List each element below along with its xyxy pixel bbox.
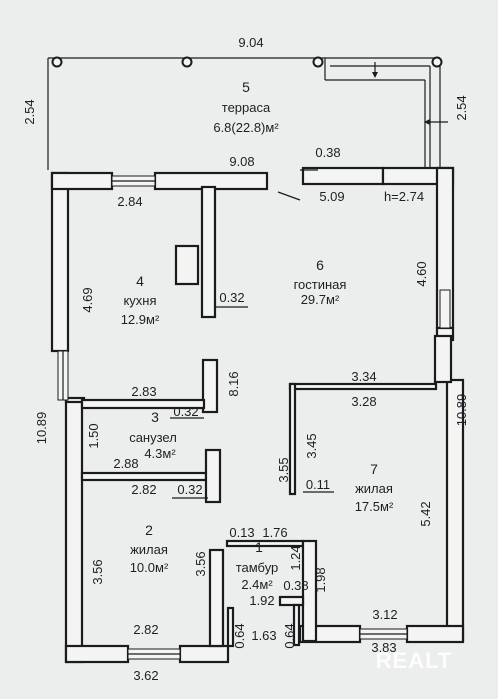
dim-porch-left: 0.64 (232, 623, 247, 648)
wall-bottom-d (405, 624, 465, 644)
dim-kitchen-wall: 0.32 (219, 290, 244, 305)
dim-bath-top: 2.83 (131, 384, 156, 399)
living-number: 6 (316, 257, 324, 273)
vest-number: 1 (255, 539, 263, 555)
dim-bed7-depth: 5.42 (418, 501, 433, 526)
dim-porch-mid: 1.63 (251, 628, 276, 643)
dim-vest-038: 0.38 (283, 578, 308, 593)
wall-bed7-top (288, 382, 438, 391)
terrace-post (181, 56, 193, 68)
dim-bed2-right: 3.56 (193, 551, 208, 576)
porch-right (292, 603, 301, 647)
dim-bed2-bottom-inner: 2.82 (133, 622, 158, 637)
bed7-number: 7 (370, 461, 378, 477)
dim-bed7-outer-top: 3.34 (351, 369, 376, 384)
dim-outer-left: 10.89 (34, 412, 49, 445)
interior-walls (80, 185, 438, 648)
dim-vest-176: 1.76 (262, 525, 287, 540)
kitchen-name: кухня (123, 293, 156, 308)
dimension-lines (170, 169, 334, 499)
wall-vestibule-top (225, 539, 305, 548)
wall-left-upper (50, 171, 70, 353)
brand-watermark: REALT (376, 648, 453, 673)
dim-kitchen-width: 2.84 (117, 194, 142, 209)
dim-vest-013: 0.13 (229, 525, 254, 540)
stair-arrow-head (424, 119, 430, 125)
porch-left (226, 606, 235, 648)
wall-vestibule-inner (278, 595, 305, 607)
kitchen-number: 4 (136, 273, 144, 289)
dim-bed7-inner-top: 3.28 (351, 394, 376, 409)
wall-left-lower (64, 398, 84, 664)
terrace-post (51, 56, 63, 68)
bath-area: 4.3м² (144, 446, 176, 461)
terrace (47, 56, 448, 170)
terrace-post (431, 56, 443, 68)
vest-name: тамбур (236, 560, 279, 575)
vest-area: 2.4м² (241, 577, 273, 592)
dim-vest-198: 1.98 (313, 567, 328, 592)
dim-bath-depth: 1.50 (86, 423, 101, 448)
bed2-area: 10.0м² (130, 560, 169, 575)
window-living (439, 289, 451, 329)
wall-kitchen-living (200, 185, 217, 319)
dim-bath-bottom: 2.88 (113, 456, 138, 471)
dim-bath-wall-thk: 0.32 (173, 404, 198, 419)
dim-bed2-bottom-outer: 3.62 (133, 668, 158, 683)
dim-opening-top: 0.38 (315, 145, 340, 160)
wall-bath-top (80, 398, 206, 410)
ceiling-height: h=2.74 (384, 189, 424, 204)
bath-number: 3 (151, 409, 159, 425)
windows (57, 175, 451, 660)
terrace-number: 5 (242, 79, 250, 95)
terrace-post (312, 56, 324, 68)
dim-bed-top: 2.82 (131, 482, 156, 497)
wall-right-step (433, 334, 453, 384)
wall-bottom-a (64, 644, 130, 664)
kitchen-stove (174, 244, 200, 286)
dim-line (277, 191, 301, 201)
dim-outer-right: 10.89 (454, 394, 469, 427)
wall-bed2-stub (204, 448, 222, 504)
dim-bed7-bottom-outer: 3.83 (371, 640, 396, 655)
stair-arrow-head (372, 72, 378, 78)
dim-bed2-left: 3.56 (90, 559, 105, 584)
wall-bath-bottom (80, 471, 208, 482)
dim-terrace-right: 2.54 (454, 95, 469, 120)
dim-terrace-left: 2.54 (22, 99, 37, 124)
living-area: 29.7м² (301, 292, 340, 307)
dim-living-width: 5.09 (319, 189, 344, 204)
dim-terrace-width: 9.04 (238, 35, 263, 50)
dim-bed7-wall-thk: 0.11 (306, 477, 330, 492)
dim-vest-192: 1.92 (249, 593, 274, 608)
living-name: гостиная (294, 277, 347, 292)
dim-bed7-wall-b: 3.55 (276, 457, 291, 482)
dim-kitchen-depth: 4.69 (80, 287, 95, 312)
dim-vest-124: 1.24 (288, 545, 303, 570)
bed7-name: жилая (355, 481, 393, 496)
dim-living-depth: 4.60 (414, 261, 429, 286)
wall-bed2-right (208, 548, 225, 648)
dim-bed7-wall-a: 3.45 (304, 433, 319, 458)
wall-bottom-b (178, 644, 230, 664)
bed2-number: 2 (145, 522, 153, 538)
terrace-area: 6.8(22.8)м² (213, 120, 279, 135)
wall-bed7-left (288, 382, 297, 496)
wall-bath-stub (201, 358, 219, 414)
dim-bed7-bottom-inner: 3.12 (372, 607, 397, 622)
dim-porch-right: 0.64 (282, 623, 297, 648)
terrace-name: терраса (222, 100, 271, 115)
dim-top-wall: 9.08 (229, 154, 254, 169)
bath-name: санузел (129, 430, 177, 445)
bed2-name: жилая (130, 542, 168, 557)
dim-bath-wall-len: 8.16 (226, 371, 241, 396)
wall-top-a (50, 171, 114, 191)
kitchen-area: 12.9м² (121, 312, 160, 327)
wall-vestibule-right (301, 539, 318, 643)
outer-walls (50, 166, 465, 664)
bed7-area: 17.5м² (355, 499, 394, 514)
dim-bed-wall-thk: 0.32 (177, 482, 202, 497)
